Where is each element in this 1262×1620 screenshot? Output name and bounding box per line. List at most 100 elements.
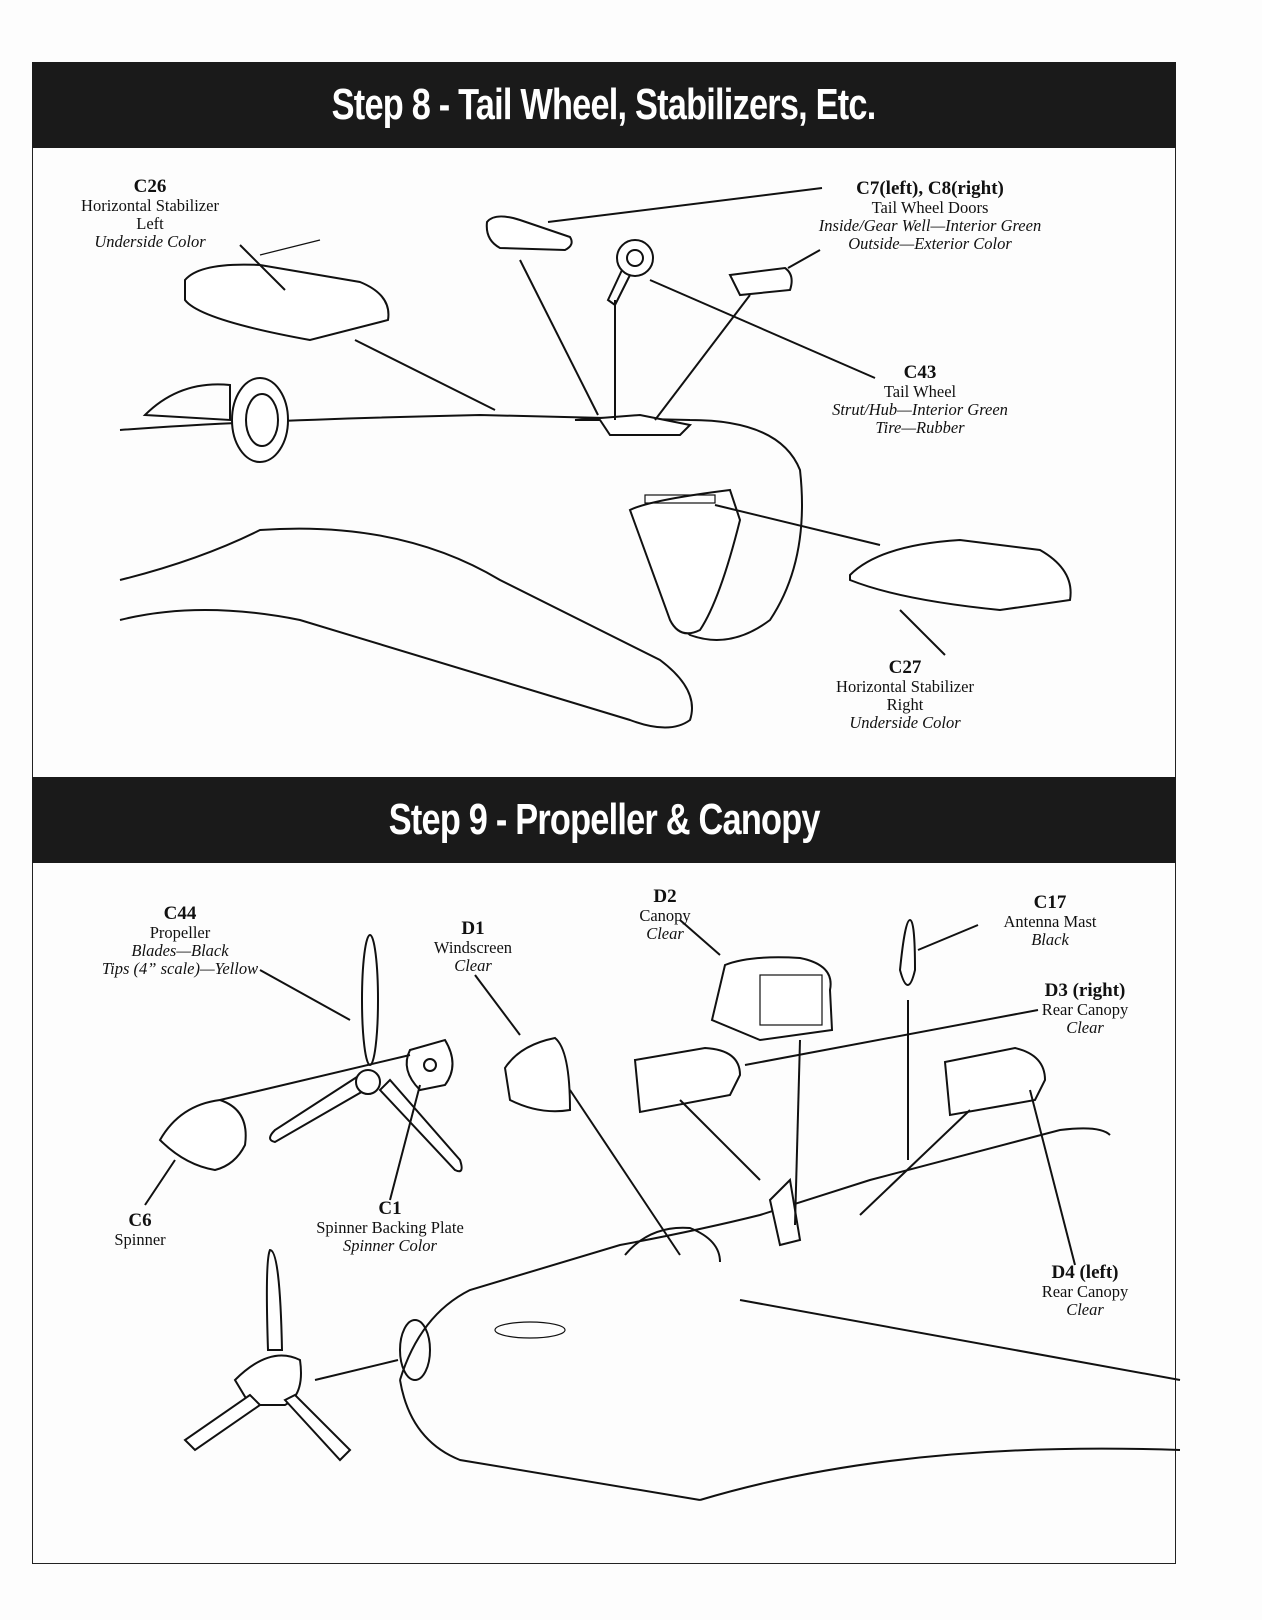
part-code: C6 (128, 1210, 152, 1231)
part-color: Outside—Exterior Color (848, 234, 1012, 253)
drawing-stroke (399, 1379, 701, 1501)
part-color: Tips (4” scale)—Yellow (101, 959, 259, 978)
leader-line (354, 339, 496, 411)
drawing-stroke (633, 1046, 742, 1114)
drawing-stroke (728, 266, 793, 297)
drawing-stroke (616, 239, 654, 277)
leader-line (239, 244, 286, 291)
part-code: D3 (right) (1044, 980, 1126, 1001)
antenna-mast-drawing (898, 918, 917, 986)
leader-line (389, 1084, 421, 1201)
tail-wheel-door-drawings (485, 215, 793, 297)
part-name: Spinner Backing Plate (316, 1218, 464, 1237)
leader-line (787, 249, 821, 269)
leader-lines-step-9 (144, 919, 1076, 1266)
leader-line (219, 1054, 411, 1101)
drawing-stroke (699, 1447, 1181, 1501)
drawing-stroke (399, 1319, 431, 1381)
drawing-stroke (503, 1036, 572, 1113)
part-name: Tail Wheel Doors (871, 198, 989, 217)
label-c7-c8: C7(left), C8(right) Tail Wheel Doors Ins… (790, 178, 1070, 253)
part-name: Propeller (149, 923, 211, 942)
part-name: Windscreen (433, 938, 513, 957)
drawing-stroke (898, 918, 917, 986)
windscreen-drawing (503, 1036, 572, 1113)
label-d4: D4 (left) Rear Canopy Clear (1020, 1262, 1150, 1319)
arrows-step-8 (354, 259, 881, 546)
part-color: Black (1031, 930, 1069, 949)
part-code: C17 (1033, 892, 1067, 913)
drawing-stroke (485, 215, 573, 252)
leader-line (259, 969, 351, 1021)
part-name: Horizontal Stabilizer (81, 196, 219, 215)
leader-line (569, 1089, 681, 1256)
leader-line (679, 1099, 761, 1181)
drawing-stroke (606, 269, 631, 307)
drawing-stroke (628, 488, 742, 635)
label-c17: C17 Antenna Mast Black (975, 892, 1125, 949)
installed-propeller-drawing (183, 1248, 352, 1462)
part-name: Rear Canopy (1041, 1000, 1129, 1019)
drawing-stroke (494, 1321, 566, 1339)
step-9-title: Step 9 - Propeller & Canopy (388, 795, 821, 844)
part-name: Tail Wheel (883, 382, 957, 401)
leader-line (679, 919, 721, 956)
label-c44: C44 Propeller Blades—Black Tips (4” scal… (80, 903, 280, 978)
drawing-stroke (283, 1393, 352, 1462)
part-color: Tire—Rubber (875, 418, 965, 437)
part-code: C26 (133, 176, 167, 197)
leader-line (259, 239, 321, 256)
drawing-stroke (265, 1248, 284, 1351)
leader-line (474, 974, 521, 1036)
leader-line (744, 1009, 1039, 1066)
drawing-stroke (405, 1038, 454, 1092)
drawing-stroke (768, 1177, 802, 1247)
arrows-step-9 (219, 1000, 971, 1381)
drawing-stroke (378, 1078, 463, 1173)
step-8-header: Step 8 - Tail Wheel, Stabilizers, Etc. (32, 62, 1176, 148)
label-d1: D1 Windscreen Clear (408, 918, 538, 975)
part-code: D2 (653, 886, 677, 907)
drawing-stroke (231, 377, 289, 463)
drawing-stroke (759, 974, 823, 1026)
leader-line (654, 294, 751, 421)
part-code: C1 (378, 1198, 402, 1219)
drawing-stroke (943, 1046, 1047, 1117)
part-name: Horizontal Stabilizer (836, 677, 974, 696)
rear-canopy-drawings (633, 1046, 1047, 1117)
part-code: C44 (163, 903, 197, 924)
fuselage-tail-drawing (119, 377, 803, 729)
drawing-stroke (245, 393, 279, 447)
drawing-stroke (355, 1069, 381, 1095)
drawing-stroke (361, 934, 379, 1066)
label-c1: C1 Spinner Backing Plate Spinner Color (290, 1198, 490, 1255)
part-color: Inside/Gear Well—Interior Green (818, 216, 1042, 235)
leader-line (519, 259, 599, 416)
leader-line (917, 924, 979, 951)
stabilizer-left-drawing (184, 239, 390, 342)
part-code: C7(left), C8(right) (856, 178, 1004, 199)
part-name: Antenna Mast (1003, 912, 1097, 931)
label-c27: C27 Horizontal Stabilizer Right Undersid… (805, 657, 1005, 732)
label-c43: C43 Tail Wheel Strut/Hub—Interior Green … (805, 362, 1035, 437)
part-color: Clear (1066, 1018, 1104, 1037)
leader-line (649, 279, 876, 379)
drawing-stroke (119, 413, 803, 641)
part-code: D4 (left) (1051, 1262, 1119, 1283)
leader-line (314, 1359, 399, 1381)
leader-line (144, 1159, 176, 1206)
drawing-stroke (423, 1058, 437, 1072)
drawing-stroke (183, 1393, 262, 1452)
part-color: Clear (1066, 1300, 1104, 1319)
label-c6: C6 Spinner (95, 1210, 185, 1249)
spinner-backing-plate-drawing (405, 1038, 454, 1092)
part-color: Clear (646, 924, 684, 943)
leader-line (1029, 1089, 1076, 1266)
part-name: Rear Canopy (1041, 1282, 1129, 1301)
drawing-stroke (399, 1127, 1111, 1381)
part-code: C43 (903, 362, 937, 383)
drawing-stroke (269, 1073, 367, 1144)
leader-line (859, 1109, 971, 1216)
part-color: Blades—Black (131, 941, 229, 960)
